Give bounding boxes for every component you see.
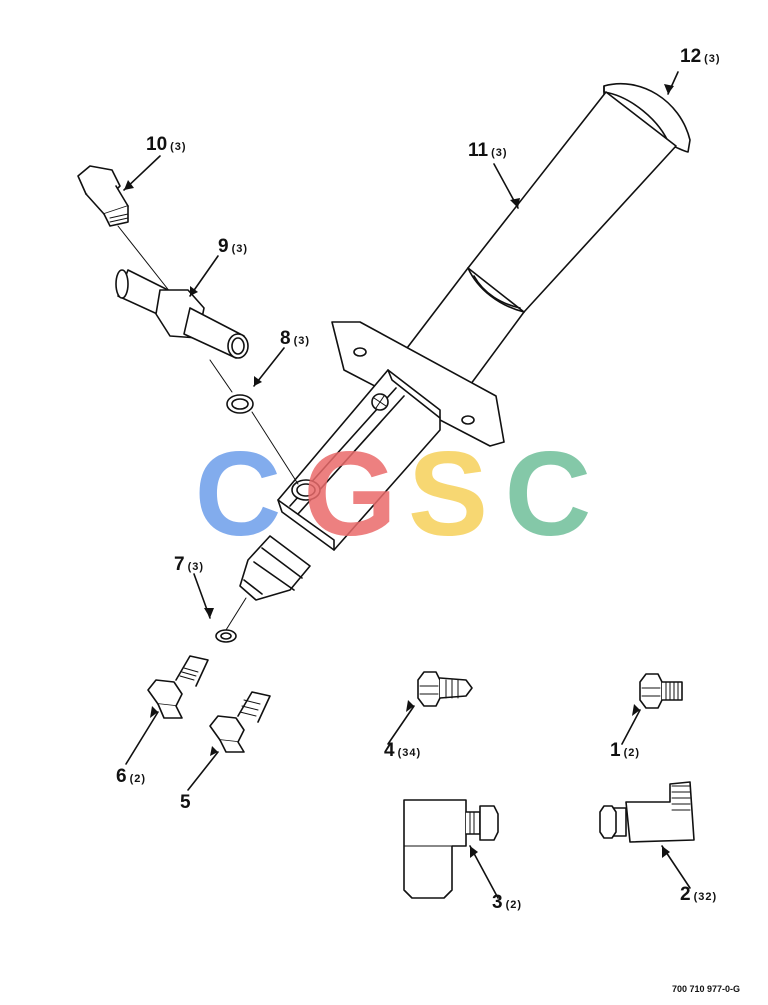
part-11-burner-tube: [403, 91, 677, 397]
part-12-end-cap: [603, 82, 691, 153]
callout-8: 8(3): [280, 328, 311, 349]
part-8-washer: [226, 394, 254, 414]
callout-6: 6(2): [116, 766, 147, 787]
part-4-adapter: [417, 671, 473, 707]
callout-10: 10(3): [146, 134, 187, 155]
part-10-hex-plug: [77, 165, 129, 227]
watermark-letter: G: [303, 427, 396, 561]
mounting-flange: [331, 321, 505, 447]
document-number: 700 710 977-0-G: [672, 984, 741, 994]
part-9-tee-fitting: [115, 269, 249, 359]
watermark: C G S C: [195, 427, 592, 561]
orifice-nozzle: [239, 535, 311, 601]
part-6-fitting: [147, 655, 209, 719]
callout-9: 9(3): [218, 236, 249, 257]
callout-2: 2(32): [680, 884, 718, 905]
watermark-letter: C: [505, 427, 592, 561]
callout-1: 1(2): [610, 740, 641, 761]
watermark-letter: C: [195, 427, 282, 561]
callout-12: 12(3): [680, 46, 721, 67]
callout-5: 5: [180, 792, 191, 813]
watermark-letter: S: [408, 427, 488, 561]
arrowheads: [124, 84, 674, 858]
callout-7: 7(3): [174, 554, 205, 575]
callout-3: 3(2): [492, 892, 523, 913]
part-5-fitting: [209, 691, 271, 753]
burner-body: [277, 369, 441, 551]
callout-4: 4(34): [384, 740, 422, 761]
part-1-adapter: [639, 673, 683, 709]
part-7-washer: [215, 629, 237, 643]
part-3-elbow: [403, 799, 499, 899]
callout-11: 11(3): [468, 140, 508, 161]
part-2-elbow: [599, 781, 695, 843]
